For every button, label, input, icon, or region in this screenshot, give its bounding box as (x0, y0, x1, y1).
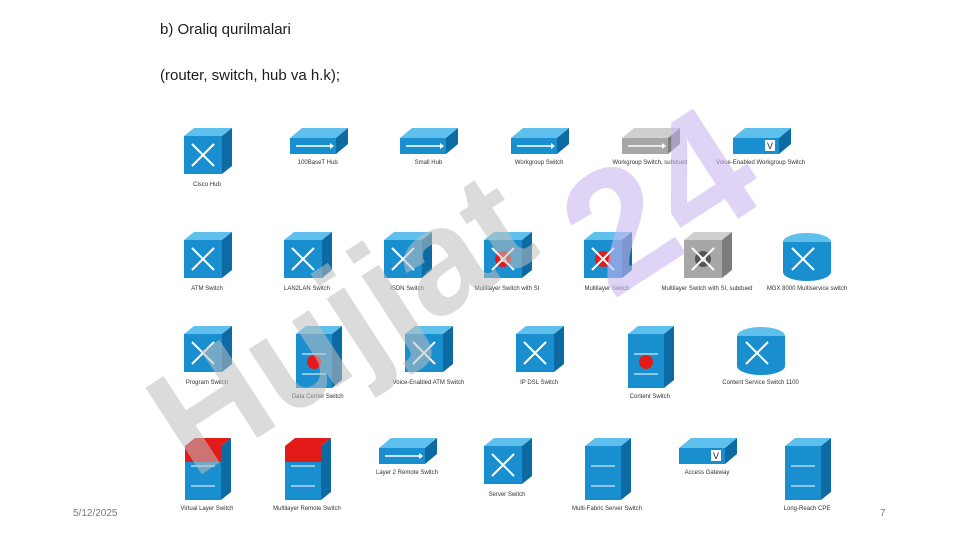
device-label: Small Hub (414, 160, 443, 166)
device-cell: Data Center Switch (266, 324, 370, 401)
device-label: LAN2LAN Switch (283, 286, 331, 292)
multilayer-switch-si-subdued-icon: SI (655, 230, 759, 282)
device-label: Voice-Enabled Workgroup Switch (716, 160, 806, 166)
svg-text:SI: SI (500, 257, 507, 264)
svg-text:SI: SI (700, 257, 707, 264)
long-reach-cpe-icon (755, 436, 859, 502)
device-label: Virtual Layer Switch (180, 506, 234, 512)
voice-workgroup-switch-icon: V (709, 126, 813, 156)
device-cell: Virtual Layer Switch (155, 436, 259, 513)
device-cell: Program Switch (155, 324, 259, 387)
slide-page-number: 7 (880, 508, 886, 519)
device-cell: Content Service Switch 1100 (709, 324, 813, 387)
device-cell: Multilayer Remote Switch (255, 436, 359, 513)
device-cell: LAN2LAN Switch (255, 230, 359, 293)
svg-text:V: V (767, 141, 773, 151)
device-label: 100BaseT Hub (297, 160, 338, 166)
device-label: Multilayer Switch with SI (474, 286, 540, 292)
slide-date: 5/12/2025 (73, 508, 118, 519)
device-label: ATM Switch (191, 286, 223, 292)
device-label: Workgroup Switch, subdued (612, 160, 688, 166)
device-cell: ISDN Switch (355, 230, 459, 293)
device-label: Content Service Switch 1100 (722, 380, 799, 386)
device-label: Data Center Switch (291, 394, 344, 400)
ip-dsl-switch-icon (487, 324, 591, 376)
device-cell: Workgroup Switch, subdued (598, 126, 702, 167)
workgroup-switch-subdued-icon (598, 126, 702, 156)
device-icon-grid: Cisco Hub 100BaseT Hub Small Hub Workgroup … (181, 118, 847, 528)
multilayer-remote-switch-icon (255, 436, 359, 502)
device-cell: 100BaseT Hub (266, 126, 370, 167)
small-hub-icon (376, 126, 480, 156)
device-cell: V Access Gateway (655, 436, 759, 477)
device-cell: Cisco Hub (155, 126, 259, 189)
device-label: Multi-Fabric Server Switch (571, 506, 642, 512)
slide-heading: b) Oraliq qurilmalari (160, 21, 291, 38)
device-cell: SI Multilayer Switch with SI (455, 230, 559, 293)
device-cell: MGX 8000 Multiservice switch (755, 230, 859, 293)
device-cell: Small Hub (376, 126, 480, 167)
virtual-layer-switch-icon (155, 436, 259, 502)
svg-text:V: V (713, 451, 719, 461)
device-cell: ATM Switch (155, 230, 259, 293)
lan2lan-switch-icon (255, 230, 359, 282)
server-switch-icon (455, 436, 559, 488)
content-switch-icon (598, 324, 702, 390)
device-cell: V Voice-Enabled Workgroup Switch (709, 126, 813, 167)
device-cell: IP DSL Switch (487, 324, 591, 387)
device-label: Program Switch (185, 380, 229, 386)
device-label: IP DSL Switch (520, 380, 559, 386)
workgroup-switch-icon (487, 126, 591, 156)
content-service-switch-icon (709, 324, 813, 376)
layer2-remote-switch-icon (355, 436, 459, 466)
device-cell: Workgroup Switch (487, 126, 591, 167)
cisco-hub-icon (155, 126, 259, 178)
program-switch-icon (155, 324, 259, 376)
device-cell: Voice-Enabled ATM Switch (376, 324, 480, 387)
data-center-switch-icon (266, 324, 370, 390)
mgx-8000-switch-icon (755, 230, 859, 282)
device-cell: Long-Reach CPE (755, 436, 859, 513)
device-label: Voice-Enabled ATM Switch (392, 380, 465, 386)
slide-subheading: (router, switch, hub va h.k); (160, 67, 341, 84)
device-label: Multilayer Switch (584, 286, 630, 292)
atm-switch-icon (155, 230, 259, 282)
device-cell: Server Switch (455, 436, 559, 499)
device-label: Multilayer Switch with SI, subdued (661, 286, 753, 292)
device-label: ISDN Switch (390, 286, 424, 292)
device-cell: Multilayer Switch (555, 230, 659, 293)
device-cell: SI Multilayer Switch with SI, subdued (655, 230, 759, 293)
device-cell: Content Switch (598, 324, 702, 401)
device-label: Multilayer Remote Switch (273, 506, 341, 512)
voice-atm-switch-icon (376, 324, 480, 376)
device-label: Long-Reach CPE (783, 506, 831, 512)
device-cell: Layer 2 Remote Switch (355, 436, 459, 477)
multi-fabric-server-switch-icon (555, 436, 659, 502)
multilayer-switch-icon (555, 230, 659, 282)
access-gateway-icon: V (655, 436, 759, 466)
device-label: Workgroup Switch (514, 160, 564, 166)
device-label: Content Switch (629, 394, 671, 400)
100baset-hub-icon (266, 126, 370, 156)
multilayer-switch-si-icon: SI (455, 230, 559, 282)
device-label: MGX 8000 Multiservice switch (766, 286, 848, 292)
isdn-switch-icon (355, 230, 459, 282)
device-label: Cisco Hub (193, 182, 221, 188)
device-label: Layer 2 Remote Switch (375, 470, 439, 476)
device-label: Server Switch (488, 492, 526, 498)
device-cell: Multi-Fabric Server Switch (555, 436, 659, 513)
device-label: Access Gateway (684, 470, 730, 476)
